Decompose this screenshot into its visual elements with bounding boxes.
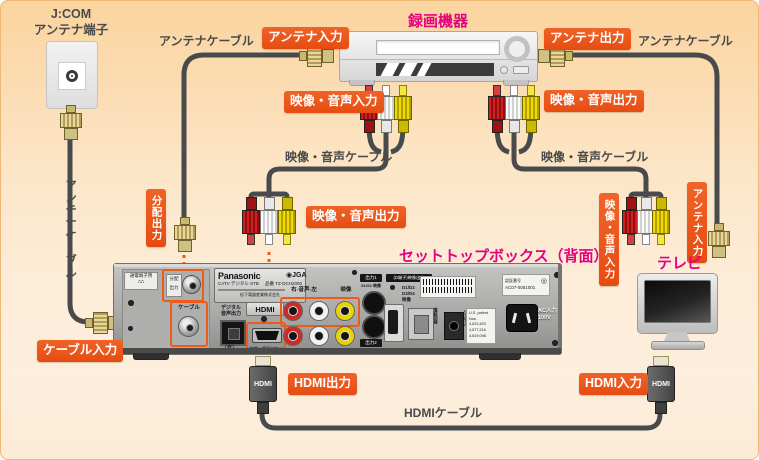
recorder-display-panel xyxy=(376,63,494,76)
recorder-title: 録画機器 xyxy=(408,13,469,30)
cable-in-f-port xyxy=(178,316,199,337)
av-cable-label-left: 映像・音声ケーブル xyxy=(285,150,393,164)
hdmi-port-label: HDMI xyxy=(246,302,284,316)
antenna-input-badge: アンテナ入力 xyxy=(262,27,349,49)
power-terminal-label: 通電端子用⎍⎍ xyxy=(124,272,158,290)
maker-text: 松下電器産業株式会社 xyxy=(240,291,280,297)
antenna-cable-recorder-to-tv-path xyxy=(563,52,720,229)
antenna-output-badge: アンテナ出力 xyxy=(544,28,631,50)
hdmi-plug-tv: HDMI xyxy=(647,356,675,414)
system-jack xyxy=(444,312,464,340)
hdmi-cable-path xyxy=(259,404,663,431)
rca-plug-yellow xyxy=(652,197,670,245)
stb-av-output-badge: 映像・音声出力 xyxy=(306,206,406,228)
rca-plug-red xyxy=(622,197,640,245)
d-terminal-header: (D端子)映像出力 xyxy=(386,274,432,282)
jga-logo: ◉JGA xyxy=(286,272,307,279)
model-line: CATV デジタル STB xyxy=(218,281,259,287)
f-connector-tv-antenna-in xyxy=(708,223,730,258)
output2-label: 出力2 xyxy=(360,339,382,347)
hdmi-sub-label: 映像・音声出力 xyxy=(250,346,278,351)
rca-plug-yellow xyxy=(394,85,412,133)
phone-line-label: 電話回線 xyxy=(433,308,439,324)
tv-av-input-badge: 映像・音声入力 xyxy=(599,193,619,286)
recorder-jog-dial xyxy=(504,36,530,62)
hdmi-output-badge: HDMI出力 xyxy=(288,373,357,395)
distribution-output-badge: 分配出力 xyxy=(146,189,166,247)
dist-out-port-label: 分配出力 xyxy=(166,274,182,297)
output1-label: 出力1 xyxy=(360,274,382,282)
antenna-cable-label-right: アンテナケーブル xyxy=(638,34,733,48)
ac-input-label: AC入力100V xyxy=(538,308,557,322)
f-connector-dist-out xyxy=(174,217,196,252)
rca-jack-yellow-out1 xyxy=(335,301,355,321)
dist-out-f-port xyxy=(182,275,201,294)
phone-line-port xyxy=(408,308,434,340)
hdmi-plug-body: HDMI xyxy=(249,366,277,402)
rca-plug-white xyxy=(260,197,278,245)
ac-power-inlet xyxy=(506,304,538,332)
recorder-device xyxy=(339,31,538,82)
rca-jack-red-out2 xyxy=(283,326,303,346)
stb-title: セットトップボックス（背面） xyxy=(399,248,609,265)
antenna-cable-label-top: アンテナケーブル xyxy=(159,34,254,48)
antenna-cable-recorder-to-stb-path xyxy=(181,52,301,225)
cable-input-badge: ケーブル入力 xyxy=(37,340,124,362)
rca-plug-red xyxy=(488,85,506,133)
tv-monitor xyxy=(637,273,718,334)
recorder-eject-button xyxy=(513,66,529,74)
optical-label: （光） xyxy=(222,345,238,351)
video-jack-label: 映像 xyxy=(340,287,352,293)
audio-jacks-label: 右-音声-左 xyxy=(291,287,317,293)
rca-plug-yellow xyxy=(278,197,296,245)
rca-jack-white-out1 xyxy=(309,301,329,321)
f-connector-recorder-antenna-out xyxy=(538,45,573,67)
hdmi-plug-stb: HDMI xyxy=(249,356,277,414)
optical-audio-port xyxy=(220,320,246,346)
recorder-av-input-badge: 映像・音声入力 xyxy=(284,91,384,113)
coax-socket-icon xyxy=(66,70,78,82)
recorder-av-output-badge: 映像・音声出力 xyxy=(544,90,644,112)
s-video-port-2 xyxy=(362,315,386,339)
s-video-port-1 xyxy=(362,291,386,315)
hdmi-cable-label: HDMIケーブル xyxy=(404,406,482,420)
tv-screen xyxy=(644,280,711,323)
antenna-wall-plate xyxy=(46,41,98,109)
rca-plug-yellow xyxy=(522,85,540,133)
hdmi-input-badge: HDMI入力 xyxy=(579,373,648,395)
svideo-label: S1/S2 映像 xyxy=(360,283,381,288)
barcode-sticker xyxy=(420,276,476,298)
wall-plate-socket xyxy=(58,62,86,90)
rca-jack-red-out1 xyxy=(283,301,303,321)
f-connector-wall xyxy=(60,105,82,140)
tv-title: テレビ xyxy=(657,255,703,272)
hdmi-plug-body: HDMI xyxy=(647,366,675,402)
d-terminal-port xyxy=(384,304,404,342)
cable-in-highlight-box: ケーブル xyxy=(170,301,208,347)
certification-sticker: 認証番号◎ AC07-0051001 xyxy=(502,274,550,296)
set-top-box-rear: 通電端子用⎍⎍ 分配出力 ケーブル Panasonic CATV デジタル ST… xyxy=(113,263,562,355)
rca-plug-white xyxy=(505,85,523,133)
rca-jack-white-out2 xyxy=(309,326,329,346)
av-cable-label-right: 映像・音声ケーブル xyxy=(541,150,649,164)
hdmi-highlight-box xyxy=(246,322,286,349)
brand-text: Panasonic xyxy=(218,271,261,281)
f-connector-recorder-antenna-in xyxy=(299,45,334,67)
recorder-small-button xyxy=(500,66,508,74)
hdmi-port xyxy=(255,331,279,340)
recorder-tape-slot xyxy=(376,40,500,55)
antenna-cable-label-left: アンテナケーブル xyxy=(64,179,76,279)
rca-jack-yellow-out2 xyxy=(335,326,355,346)
dist-out-highlight-box: 分配出力 xyxy=(162,269,204,302)
digital-audio-label: デジタル音声出力 xyxy=(220,305,241,317)
tv-antenna-input-badge: アンテナ入力 xyxy=(687,182,707,263)
cable-port-label: ケーブル xyxy=(178,305,200,311)
rca-plug-red xyxy=(242,197,260,245)
